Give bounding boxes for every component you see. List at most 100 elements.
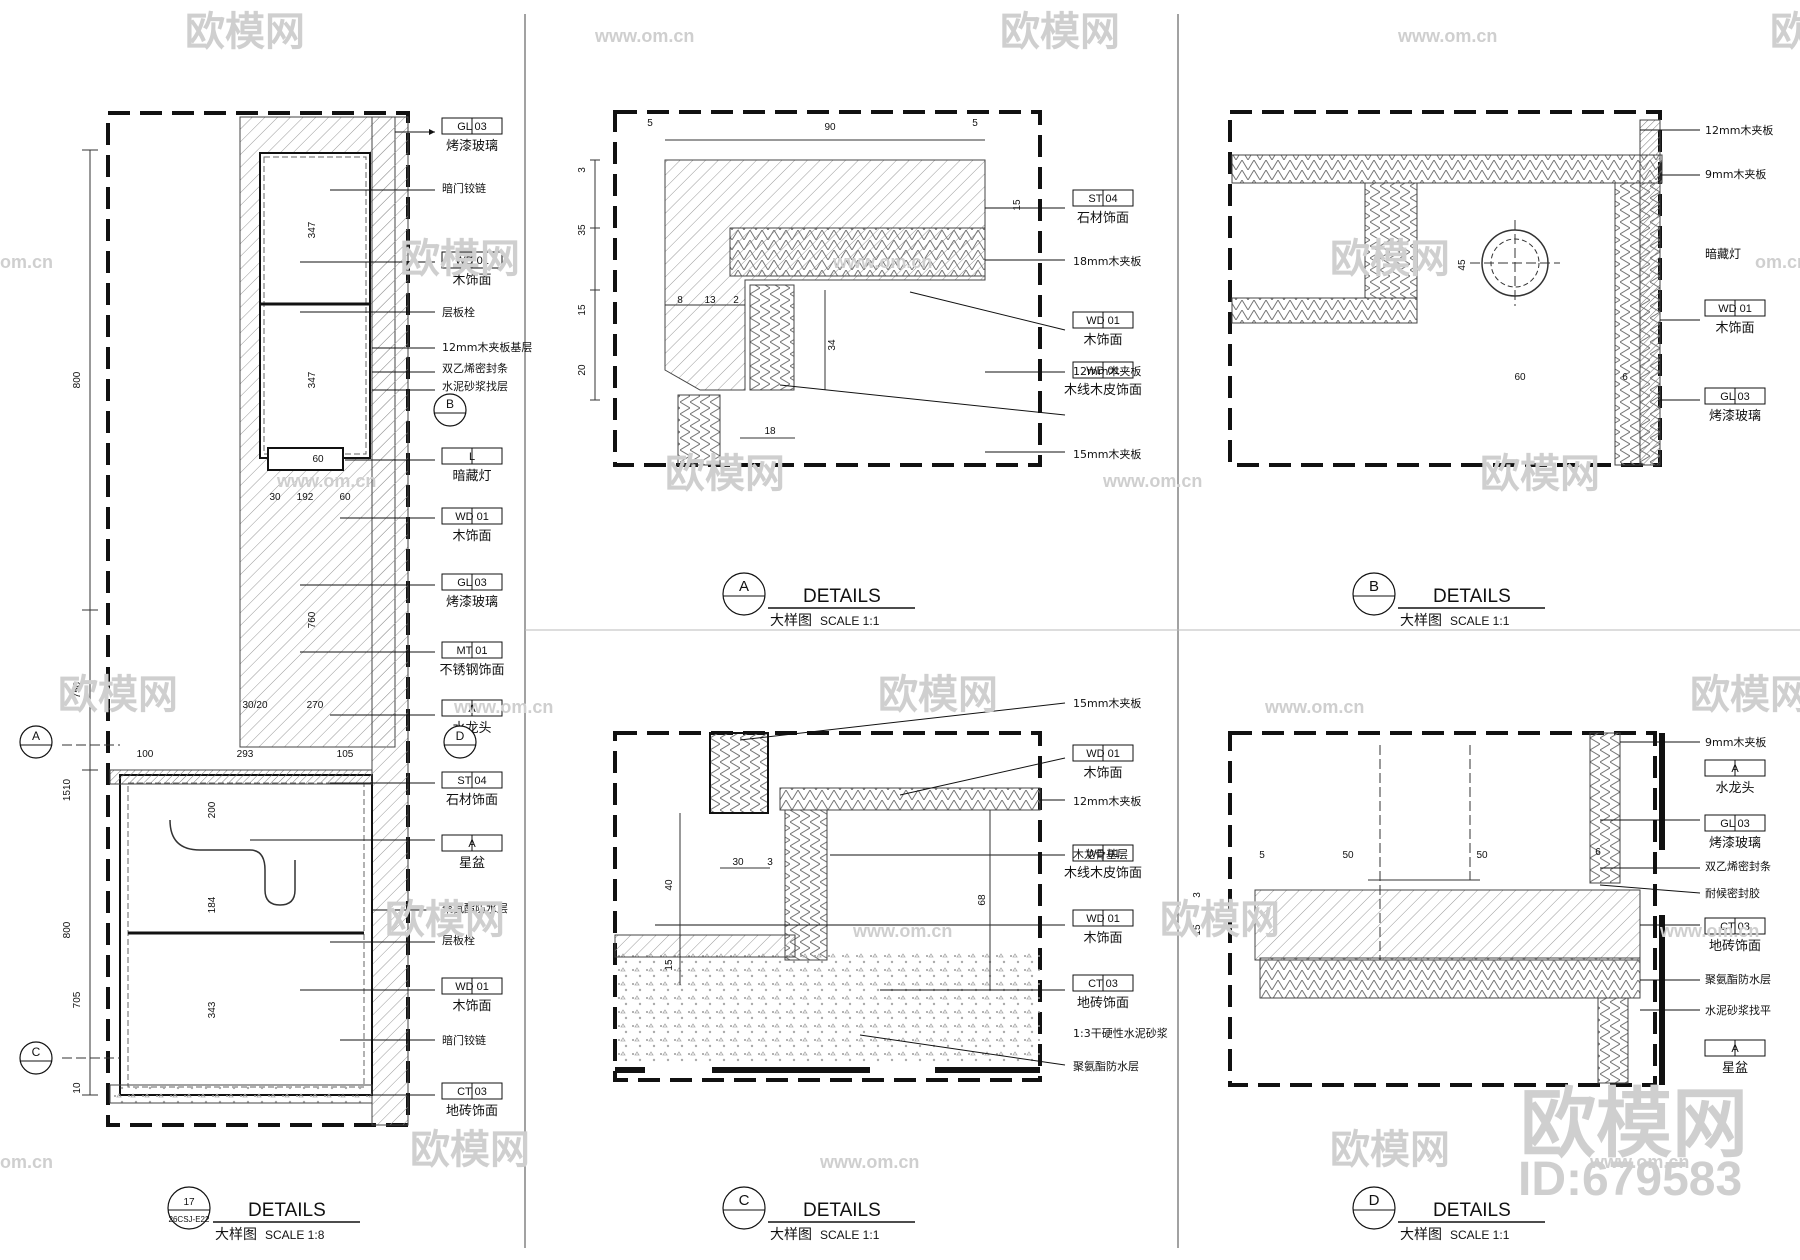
watermark-brand: 欧模网 — [185, 9, 305, 55]
watermark-id-text: ID:679583 — [1518, 1153, 1742, 1206]
tag-code: ST 04 — [457, 775, 486, 787]
watermark-brand: 欧模网 — [1690, 672, 1800, 718]
note-text: 暗藏灯 — [1705, 246, 1741, 261]
section-marker: A — [19, 725, 53, 759]
watermark-url: www.om.cn — [453, 697, 553, 717]
dimension-text: 705 — [72, 991, 83, 1008]
dimension-text: 50 — [1476, 850, 1488, 861]
panel-marker-label: 17 — [183, 1197, 195, 1208]
watermark-url: www.om.cn — [819, 1152, 919, 1172]
note-text: 水泥砂浆找层 — [442, 379, 508, 393]
dimension-text: 30/20 — [242, 700, 267, 711]
tag-code: WD 01 — [1718, 303, 1752, 315]
dimension-text: 750 — [72, 681, 83, 698]
section-marker-label: A — [32, 729, 40, 743]
panel-marker-circle — [167, 1186, 211, 1230]
dimension-text: 347 — [307, 371, 318, 388]
tag-label: 木饰面 — [452, 273, 491, 288]
dimension-text: 15 — [1012, 199, 1023, 211]
panel-subtitle: 大样图 — [1400, 613, 1442, 629]
tag-code: L — [469, 451, 475, 463]
dimension-text: 6 — [1622, 372, 1628, 383]
dimension-text: 800 — [62, 921, 73, 938]
section-marker-circle — [443, 725, 477, 759]
note-text: 层板栓 — [442, 305, 475, 319]
panel-scale: SCALE 1:8 — [265, 1228, 325, 1242]
note-text: 双乙烯密封条 — [442, 361, 508, 375]
dimension-text: 5 — [647, 118, 653, 129]
dimension-text: 1510 — [62, 778, 73, 801]
panel-marker-circle — [1352, 572, 1396, 616]
note-text: 层板栓 — [442, 933, 475, 947]
tag-code: WD 01 — [1086, 365, 1120, 377]
watermark-brand: 欧模网 — [400, 236, 520, 282]
note-text: 15mm木夹板 — [1073, 696, 1141, 710]
dimension-text: 10 — [72, 1082, 83, 1094]
dimension-text: 760 — [307, 611, 318, 628]
note-text: 双乙烯密封条 — [1705, 859, 1771, 873]
watermark-url-fragment: om.cn — [0, 252, 53, 272]
panel-17-drawing — [62, 111, 435, 1127]
material-tag: L 暗藏灯 — [441, 447, 503, 484]
dimension-text: 18 — [764, 426, 776, 437]
dimension-text: 2 — [733, 295, 739, 306]
dimension-text: 105 — [337, 749, 354, 760]
tag-label: 烤漆玻璃 — [1709, 835, 1761, 851]
panel-scale: SCALE 1:1 — [820, 614, 880, 628]
dimension-text: 20 — [577, 364, 588, 376]
section-marker-circle — [19, 725, 53, 759]
tag-code: CT 03 — [457, 1086, 487, 1098]
panel-marker-circle — [1352, 1186, 1396, 1230]
tag-label: 暗藏灯 — [452, 469, 491, 484]
dimension-text: 184 — [207, 896, 218, 913]
dimension-text: 50 — [1342, 850, 1354, 861]
panel-marker-label: B — [1369, 578, 1379, 595]
panel-scale: SCALE 1:1 — [820, 1228, 880, 1242]
watermark-layer: 欧模网欧模网欧模网欧模网欧模网欧模网欧模网欧模网欧模网欧模网欧模网欧模网欧模网欧… — [0, 9, 1800, 1206]
panel-subtitle: 大样图 — [770, 1227, 812, 1243]
watermark-url-fragment: om.cn — [0, 1152, 53, 1172]
tag-code: WD 01 — [455, 981, 489, 993]
tag-label: 木线木皮饰面 — [1064, 383, 1142, 398]
dimension-text: 13 — [704, 295, 716, 306]
note-text: 18mm木夹板 — [1073, 254, 1141, 268]
watermark-brand: 欧模网 — [1330, 1127, 1450, 1173]
dimension-text: 347 — [307, 221, 318, 238]
material-tag: A 星盆 — [441, 834, 503, 871]
tag-code: WD 01 — [455, 511, 489, 523]
panel-title-text: DETAILS — [803, 586, 881, 607]
section-marker-circle — [19, 1041, 53, 1075]
dimension-text: 60 — [312, 454, 324, 465]
tag-code: A — [1731, 763, 1739, 775]
panel-scale: SCALE 1:1 — [1450, 1228, 1510, 1242]
dimension-text: 5 — [972, 118, 978, 129]
watermark-url: www.om.cn — [852, 921, 952, 941]
dimension-text: 15 — [577, 304, 588, 316]
dimension-text: 90 — [824, 122, 836, 133]
watermark-url: www.om.cn — [594, 26, 694, 46]
dimension-text: 15 — [1192, 924, 1203, 936]
panel-marker-label: C — [739, 1192, 750, 1209]
panel-d-drawing — [1228, 731, 1701, 1087]
tag-label: 石材饰面 — [1077, 211, 1129, 226]
panel-dividers — [524, 14, 1800, 1248]
tag-label: 石材饰面 — [446, 793, 498, 808]
note-text: 1:3干硬性水泥砂浆 — [1073, 1026, 1168, 1040]
tag-label: 木饰面 — [1083, 931, 1122, 946]
dimension-text: 192 — [297, 492, 314, 503]
dimension-text: 30 — [269, 492, 281, 503]
note-text: 耐候密封胶 — [1705, 886, 1760, 900]
panel-a-drawing — [590, 110, 1066, 467]
section-marker: D — [443, 725, 477, 759]
